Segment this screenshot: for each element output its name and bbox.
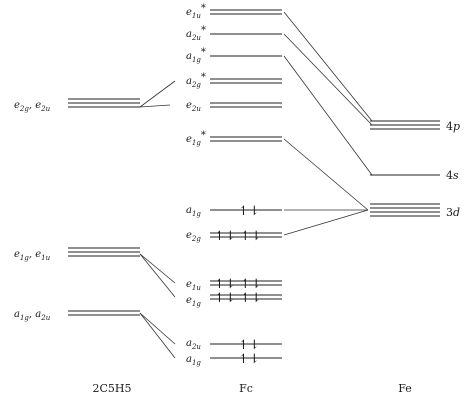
metal-correlation-lines xyxy=(283,11,373,236)
fc-level-e1u: e1u ↿⇂ ↿⇂ xyxy=(186,277,282,292)
svg-text:a1g: a1g xyxy=(186,205,201,218)
svg-text:e1g: e1g xyxy=(186,295,201,308)
ligand-level-e2: e2g, e2u xyxy=(14,98,140,113)
ligand-level-a: a1g, a2u xyxy=(14,309,140,322)
svg-text:e2g: e2g xyxy=(186,230,201,243)
svg-text:e2g, e2u: e2g, e2u xyxy=(14,100,51,113)
fe-level-4s: 4s xyxy=(370,169,459,182)
svg-text:a1g*: a1g* xyxy=(186,47,206,64)
electron-pairs: ↿⇂ ↿⇂ xyxy=(214,229,262,244)
fc-level-a2u: a2u ↿⇂ xyxy=(186,338,282,353)
svg-text:a2u*: a2u* xyxy=(186,25,206,42)
electron-pairs: ↿⇂ ↿⇂ xyxy=(214,291,262,306)
svg-text:a1g, a2u: a1g, a2u xyxy=(14,309,51,322)
svg-text:a1g: a1g xyxy=(186,354,201,367)
electron-pair: ↿⇂ xyxy=(238,338,260,353)
column-label-ligand: 2C5H5 xyxy=(92,382,131,395)
fc-level-a2u-star: a2u* xyxy=(186,25,282,42)
fc-level-a1g-low: a1g ↿⇂ xyxy=(186,352,282,367)
fc-level-e2u: e2u xyxy=(186,100,282,113)
column-label-fc: Fc xyxy=(239,382,253,395)
svg-text:e1u: e1u xyxy=(186,279,201,292)
fe-level-4p: 4p xyxy=(370,120,460,133)
fe-level-3d: 3d xyxy=(370,203,460,219)
svg-text:a2u: a2u xyxy=(186,338,201,351)
fc-level-e1g-star: e1g* xyxy=(186,130,282,147)
svg-text:4s: 4s xyxy=(446,169,459,182)
svg-text:3d: 3d xyxy=(446,206,460,219)
svg-text:e2u: e2u xyxy=(186,100,201,113)
fc-level-a1g-star: a1g* xyxy=(186,47,282,64)
ligand-level-e1: e1g, e1u xyxy=(14,247,140,262)
fc-level-e1u-star: e1u* xyxy=(186,3,282,20)
fc-level-a1g: a1g ↿⇂ xyxy=(186,204,282,219)
svg-text:a2g*: a2g* xyxy=(186,72,206,89)
fc-level-a2g-star: a2g* xyxy=(186,72,282,89)
svg-text:e1g*: e1g* xyxy=(186,130,206,147)
fc-level-e2g: e2g ↿⇂ ↿⇂ xyxy=(186,229,282,244)
svg-text:e1g, e1u: e1g, e1u xyxy=(14,249,51,262)
electron-pair: ↿⇂ xyxy=(238,204,260,219)
svg-text:e1u*: e1u* xyxy=(186,3,206,20)
electron-pair: ↿⇂ xyxy=(238,352,260,367)
fc-level-e1g: e1g ↿⇂ ↿⇂ xyxy=(186,291,282,308)
svg-text:4p: 4p xyxy=(446,120,460,133)
electron-pairs: ↿⇂ ↿⇂ xyxy=(214,277,262,292)
ligand-correlation-lines xyxy=(139,80,176,359)
column-label-fe: Fe xyxy=(398,382,412,395)
